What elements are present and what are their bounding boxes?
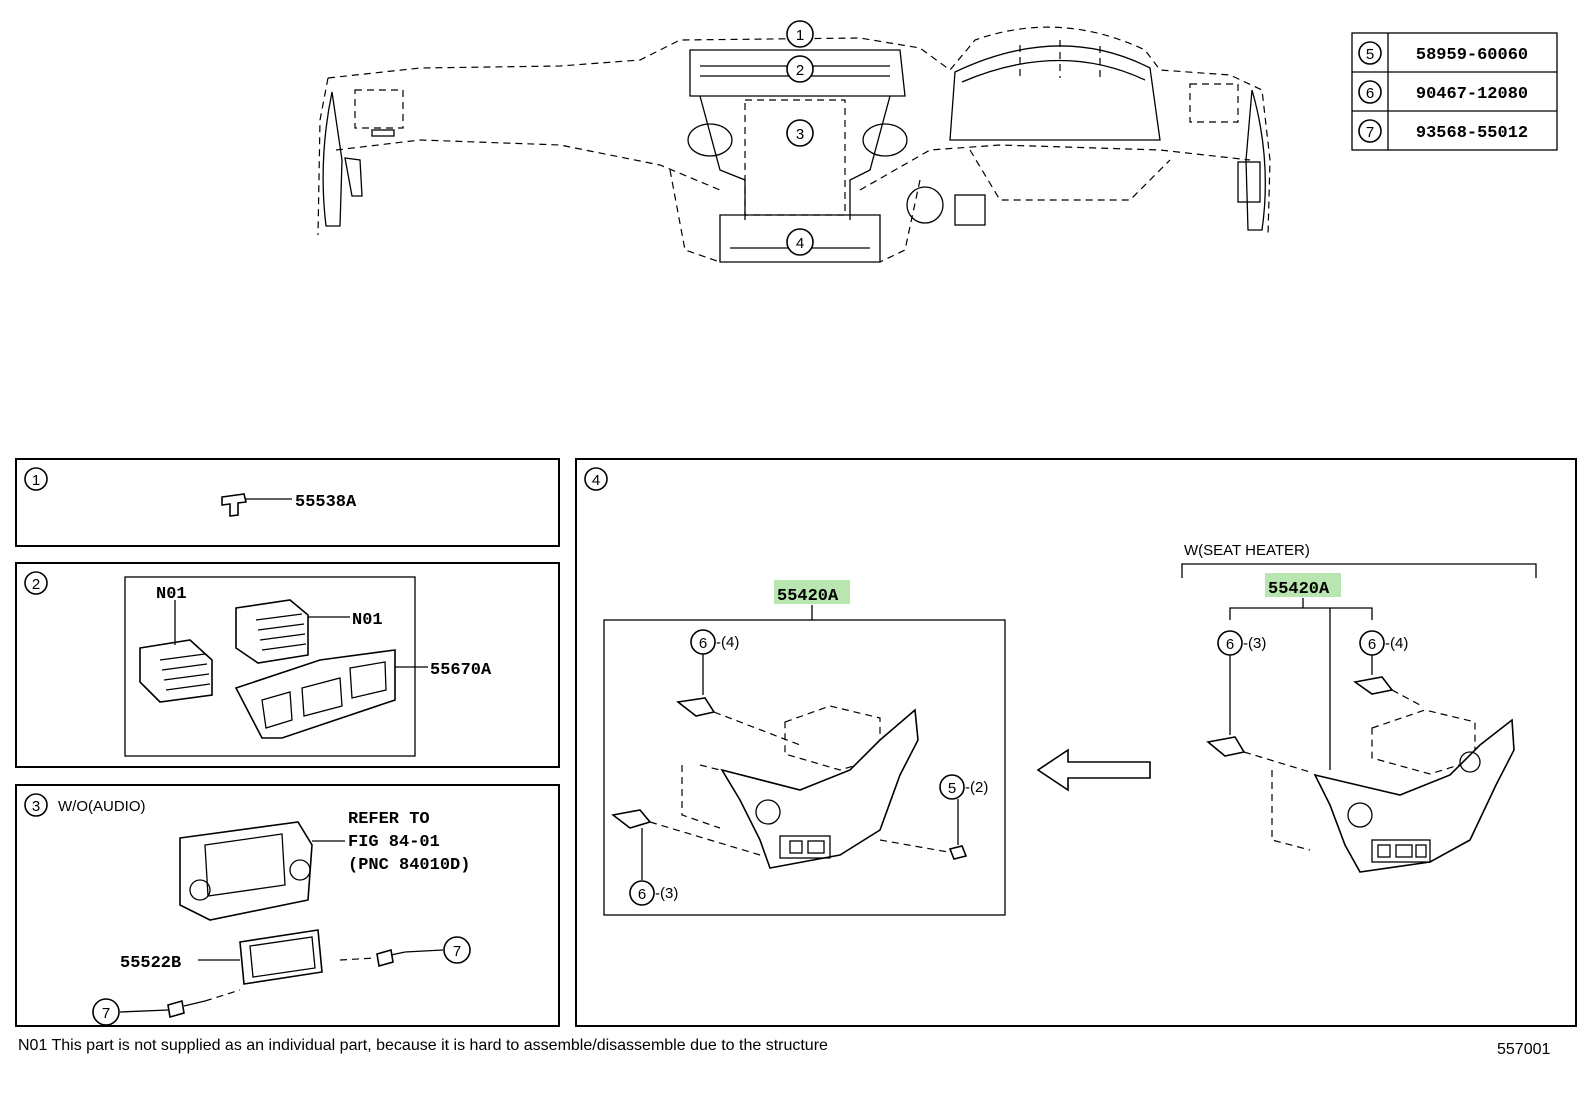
screw-ref: 7 bbox=[453, 943, 461, 960]
table-ref-7: 7 bbox=[1366, 124, 1374, 141]
condition-label: W/O(AUDIO) bbox=[58, 798, 146, 815]
clip-ref: 6 bbox=[1368, 636, 1376, 653]
svg-text:1: 1 bbox=[796, 27, 804, 44]
note-label-n01: N01 bbox=[352, 611, 383, 630]
overview-callout-4: 4 bbox=[786, 228, 814, 256]
table-ref-5: 5 bbox=[1366, 46, 1374, 63]
part-label-55420a[interactable]: 55420A bbox=[1268, 580, 1330, 599]
audio-frame-part[interactable] bbox=[179, 821, 313, 921]
bracket-part[interactable] bbox=[1271, 709, 1515, 873]
clip-part[interactable] bbox=[221, 493, 247, 517]
clip-qty: -(4) bbox=[716, 634, 739, 651]
table-part-no[interactable]: 90467-12080 bbox=[1416, 85, 1528, 104]
box-ref: 4 bbox=[592, 472, 600, 489]
nut-ref: 5 bbox=[948, 780, 956, 797]
table-row: 6 90467-12080 bbox=[1358, 80, 1528, 104]
highlight bbox=[1265, 573, 1341, 597]
part-label-55420a[interactable]: 55420A bbox=[777, 587, 839, 606]
box-ref: 1 bbox=[32, 472, 40, 489]
part-label-55538a[interactable]: 55538A bbox=[295, 493, 357, 512]
box-ref: 3 bbox=[32, 798, 40, 815]
overview-callout-1: 1 bbox=[786, 20, 814, 48]
box-ref: 2 bbox=[32, 576, 40, 593]
clip-ref: 6 bbox=[699, 635, 707, 652]
condition-label: W(SEAT HEATER) bbox=[1184, 542, 1310, 559]
refer-text[interactable]: FIG 84-01 bbox=[348, 833, 440, 852]
pocket-part[interactable] bbox=[239, 929, 323, 985]
clip-qty: -(4) bbox=[1385, 635, 1408, 652]
air-vent-part[interactable] bbox=[139, 639, 213, 703]
detail-box-3: 3 W/O(AUDIO) REFER TO FIG 84-01 (PNC 840… bbox=[15, 784, 560, 1027]
table-part-no[interactable]: 58959-60060 bbox=[1416, 46, 1528, 65]
clip-qty: -(3) bbox=[1243, 635, 1266, 652]
bracket-part[interactable] bbox=[681, 705, 919, 869]
note-label-n01: N01 bbox=[156, 585, 187, 604]
part-label-55670a[interactable]: 55670A bbox=[430, 661, 492, 680]
clip-qty: -(3) bbox=[655, 885, 678, 902]
clip-part[interactable] bbox=[676, 697, 716, 717]
illustration-code: 557001 bbox=[1497, 1041, 1551, 1058]
table-part-no[interactable]: 93568-55012 bbox=[1416, 124, 1528, 143]
svg-text:4: 4 bbox=[796, 235, 804, 252]
part-label-55522b[interactable]: 55522B bbox=[120, 954, 181, 973]
air-vent-part[interactable] bbox=[235, 599, 309, 664]
screw-part[interactable] bbox=[376, 948, 406, 968]
screw-ref: 7 bbox=[102, 1005, 110, 1022]
parts-table: 5 58959-60060 6 90467-12080 7 93568-5501… bbox=[1351, 32, 1558, 151]
clip-ref: 6 bbox=[638, 886, 646, 903]
refer-text: REFER TO bbox=[348, 810, 430, 829]
center-bezel-part[interactable] bbox=[234, 649, 396, 739]
table-row: 7 93568-55012 bbox=[1358, 119, 1528, 143]
refer-text: (PNC 84010D) bbox=[348, 856, 470, 875]
svg-text:3: 3 bbox=[796, 126, 804, 143]
clip-ref: 6 bbox=[1226, 636, 1234, 653]
table-row: 5 58959-60060 bbox=[1358, 41, 1528, 65]
highlight bbox=[774, 580, 850, 604]
svg-text:2: 2 bbox=[796, 62, 804, 79]
nut-part[interactable] bbox=[948, 845, 968, 860]
detail-box-1: 1 55538A bbox=[15, 458, 560, 547]
clip-part[interactable] bbox=[1206, 736, 1246, 757]
clip-part[interactable] bbox=[1352, 676, 1394, 695]
nut-qty: -(2) bbox=[965, 779, 988, 796]
detail-box-4: 4 55420A 6 -(4) 6 -(3) 5 -(2) bbox=[575, 458, 1577, 1027]
detail-box-2: 2 N01 N01 55670A bbox=[15, 562, 560, 768]
screw-part[interactable] bbox=[167, 999, 206, 1019]
footer-note: N01 This part is not supplied as an indi… bbox=[18, 1037, 828, 1054]
table-ref-6: 6 bbox=[1366, 85, 1374, 102]
direction-arrow-icon bbox=[1036, 748, 1151, 792]
overview-callout-2: 2 bbox=[786, 55, 814, 83]
clip-part[interactable] bbox=[611, 809, 652, 829]
dashboard-overview: 1 2 3 4 bbox=[317, 20, 1271, 263]
overview-callout-3: 3 bbox=[786, 119, 814, 147]
